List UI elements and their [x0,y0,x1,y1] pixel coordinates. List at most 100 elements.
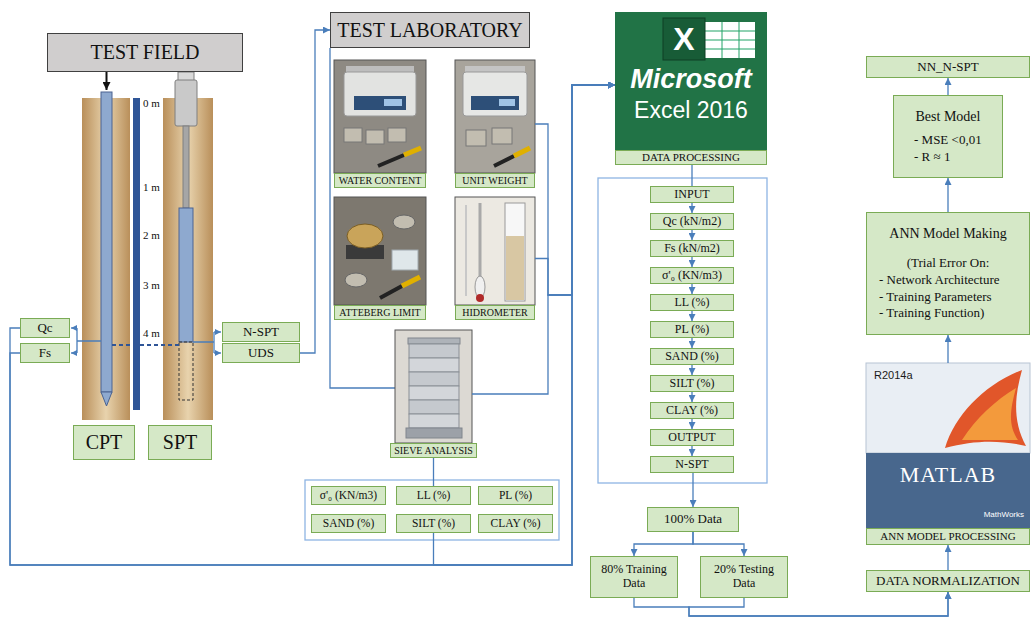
lab-photo: HIDROMETER [455,197,535,320]
spatula-blade [378,155,404,166]
connector [691,338,692,348]
box-label: 80% Training Data [595,563,673,591]
photo-caption: WATER CONTENT [334,173,426,188]
casagrande-cup [347,224,383,248]
box-label: R2014a [874,369,913,382]
excel-splash [615,12,767,150]
process-box: DATA NORMALIZATION [866,570,1030,592]
connector [947,178,948,212]
photo-ground [455,60,535,173]
sieve-ring [409,400,459,414]
split-spoon [179,208,193,342]
process-box: Qc [20,318,70,338]
photo-caption: HIDROMETER [455,305,535,320]
process-box: SAND (%) [650,348,734,365]
ring-mould [492,128,512,144]
box-label: X [663,18,705,60]
process-box: σ'₀ (KN/m3) [311,486,386,505]
sample-zone [179,342,193,400]
box-label: INPUT [674,188,709,202]
process-box: SPT [148,425,212,460]
connector [693,532,744,556]
box-label: ANN MODEL PROCESSING [866,528,1030,545]
box-label: SAND (%) [665,350,719,364]
connector [691,392,692,402]
box-item: (Trial Error On: [907,256,990,271]
process-box: Fs (kN/m2) [650,240,734,257]
box-label: Fs (kN/m2) [664,242,720,256]
matlab-splash [866,363,1030,528]
connector [691,365,692,375]
box-label: 100% Data [664,512,722,527]
photo-ground [334,60,426,173]
connector [433,458,434,486]
connector [535,85,615,295]
photo-caption: SIEVE ANALYSIS [390,443,477,458]
connector [947,335,948,363]
group-frame [305,480,559,540]
connector [634,532,693,556]
water-content-photo [334,60,426,173]
glass-plate [392,250,418,270]
box-label: Fs [39,346,51,361]
box-label: σ'₀ (KN/m3) [320,489,377,502]
ring-mould [466,130,486,146]
box-label: Qc (kN/m2) [663,215,721,229]
box-label: OUTPUT [668,431,715,445]
cone-tip [101,392,112,406]
software-panel: XMicrosoftExcel 2016DATA PROCESSING [615,12,767,165]
box-label: σ'₀ (KN/m3) [662,269,722,283]
box-item: - R ≈ 1 [914,150,950,165]
process-box: 20% Testing Data [700,556,788,598]
soil-column [163,98,213,420]
connector [634,592,948,616]
process-box: Qc (kN/m2) [650,213,734,230]
process-box: SILT (%) [650,375,734,392]
cylinder [505,203,525,301]
scale-display [471,96,519,110]
box-label: SPT [163,431,197,454]
box-heading: Best Model [916,109,981,125]
splash-band [866,453,1030,528]
hydrometer-tip [476,294,484,302]
box-label: DATA NORMALIZATION [876,574,1020,589]
process-box: Best Model- MSE <0,01- R ≈ 1 [893,95,1003,178]
tin [345,273,367,287]
spatula-handle [514,148,530,156]
lab-photo: ATTEBERG LIMIT [334,197,426,320]
lab-photo: WATER CONTENT [334,60,426,188]
sheet-grid [705,22,755,58]
leader-arrow [71,327,77,328]
scale-digits [499,99,515,106]
box-label: UDS [248,346,274,361]
box-label: LL (%) [417,489,451,502]
splash-ground [615,12,767,150]
box-label: CLAY (%) [666,404,718,418]
process-box: CPT [73,425,135,460]
process-box: INPUT [650,186,734,203]
cone-rod [101,92,112,392]
process-box: SAND (%) [311,514,386,533]
unit-weight-photo [455,60,535,173]
spatula-handle [402,277,420,286]
process-box: SILT (%) [396,514,471,533]
scale-body [463,72,527,116]
process-box: σ'₀ (KN/m3) [650,267,734,284]
scale-digits [384,99,402,106]
process-box: Fs [20,343,70,363]
box-label: DATA PROCESSING [615,150,767,165]
atterberg-photo [334,197,426,305]
depth-ruler [133,98,140,410]
process-box: PL (%) [650,321,734,338]
box-label: LL (%) [674,296,709,310]
box-label: CPT [86,431,123,454]
process-box: 100% Data [647,507,739,532]
scale-pan [346,66,414,72]
box-label: CLAY (%) [491,517,541,530]
scale-body [344,72,416,116]
box-item: - Training Parameters [879,290,992,305]
scale-pan [465,66,525,72]
connector [691,446,692,456]
title-box: TEST FIELD [47,33,243,72]
